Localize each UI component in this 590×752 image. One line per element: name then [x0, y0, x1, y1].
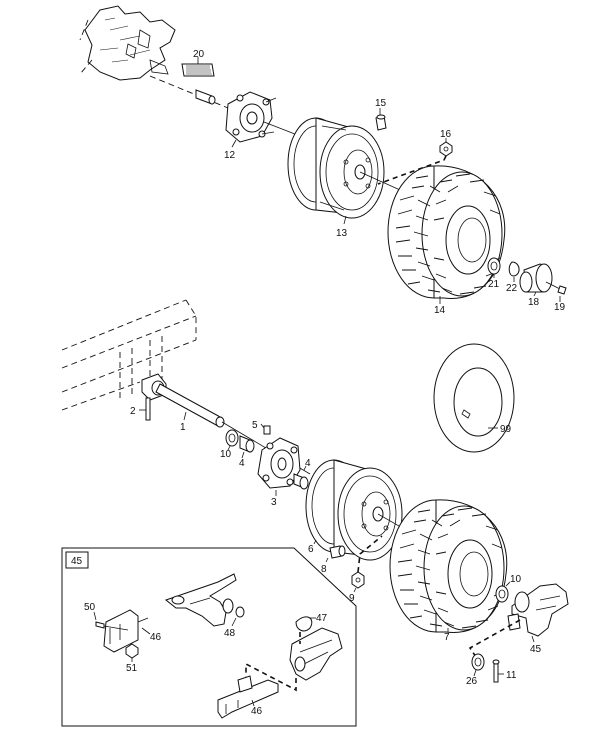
label-part-13: 13	[336, 228, 348, 239]
inset-upper-bracket: 48	[164, 573, 245, 639]
part-9-nut: 9	[349, 535, 383, 604]
part-18-hubcap: 18	[519, 263, 553, 308]
label-part-16: 16	[440, 129, 452, 140]
part-2-pin: 2	[130, 397, 151, 421]
label-part-18: 18	[528, 297, 540, 308]
part-4-bearing-right: 4	[293, 458, 311, 490]
label-part-20: 20	[193, 49, 205, 60]
part-8-valve: 8	[321, 545, 346, 575]
part-14-tire: 14	[387, 165, 506, 316]
part-6-rim: 6	[305, 459, 403, 561]
label-part-15: 15	[375, 98, 387, 109]
chassis-top-fragment	[79, 5, 176, 81]
inset-lower-plate: 46	[217, 675, 279, 719]
upper-axis-segment	[263, 121, 301, 137]
part-99-inner-tube: 99	[433, 343, 515, 453]
inset-detail-45: 45 48 50 46 51	[61, 547, 357, 727]
part-4-bearing-left: 4	[239, 435, 255, 469]
label-part-6: 6	[308, 544, 314, 555]
inset-label-47: 47	[316, 613, 328, 624]
part-16-nut: 16	[377, 129, 453, 185]
part-3-hub: 3	[257, 437, 301, 508]
part-13-rim: 13	[287, 117, 385, 239]
inset-label-46-upper: 46	[150, 632, 162, 643]
part-11-pin: 11	[492, 659, 517, 683]
inset-label-46-lower: 46	[251, 706, 263, 717]
part-12-hub: 12	[224, 91, 277, 161]
label-part-10-left: 10	[220, 449, 232, 460]
part-21-washer: 21	[487, 257, 501, 290]
part-20-spacer: 20	[181, 49, 215, 77]
label-part-8: 8	[321, 564, 327, 575]
label-part-21: 21	[488, 279, 500, 290]
label-part-11: 11	[506, 670, 517, 681]
label-part-99: 99	[500, 424, 512, 435]
label-part-5: 5	[252, 420, 258, 431]
label-part-1: 1	[180, 422, 186, 433]
inset-lower-bracket: 47	[245, 613, 343, 692]
label-part-7: 7	[444, 632, 450, 643]
part-15-valve: 15	[375, 98, 387, 131]
label-part-4-right: 4	[305, 458, 311, 469]
label-part-12: 12	[224, 150, 236, 161]
part-45-bracket: 45	[468, 583, 569, 661]
inset-label-51: 51	[126, 663, 138, 674]
inset-label-50: 50	[84, 602, 96, 613]
part-26-washer: 26	[466, 653, 485, 687]
label-part-19: 19	[554, 302, 566, 313]
label-part-26: 26	[466, 676, 478, 687]
label-part-22: 22	[506, 283, 518, 294]
label-part-10-right: 10	[510, 574, 522, 585]
part-7-tire: 7	[389, 499, 508, 643]
part-1-axle: 1	[155, 383, 225, 433]
part-19-screw: 19	[545, 281, 567, 313]
label-part-3: 3	[271, 497, 277, 508]
part-10-washer-left: 10	[220, 429, 239, 460]
label-part-4-left: 4	[239, 458, 245, 469]
inset-left-plate: 50 46 51	[84, 602, 162, 674]
part-5-grease-fitting: 5	[252, 420, 271, 435]
label-part-14: 14	[434, 305, 446, 316]
inset-box-label: 45	[71, 556, 83, 567]
upper-shaft-sleeve	[195, 89, 216, 105]
inset-label-48: 48	[224, 628, 236, 639]
upper-axis-line	[149, 75, 229, 109]
part-22-clip: 22	[506, 261, 520, 294]
label-part-45: 45	[530, 644, 542, 655]
part-10-washer-right: 10	[495, 574, 522, 603]
label-part-2: 2	[130, 406, 136, 417]
label-part-9: 9	[349, 593, 355, 604]
